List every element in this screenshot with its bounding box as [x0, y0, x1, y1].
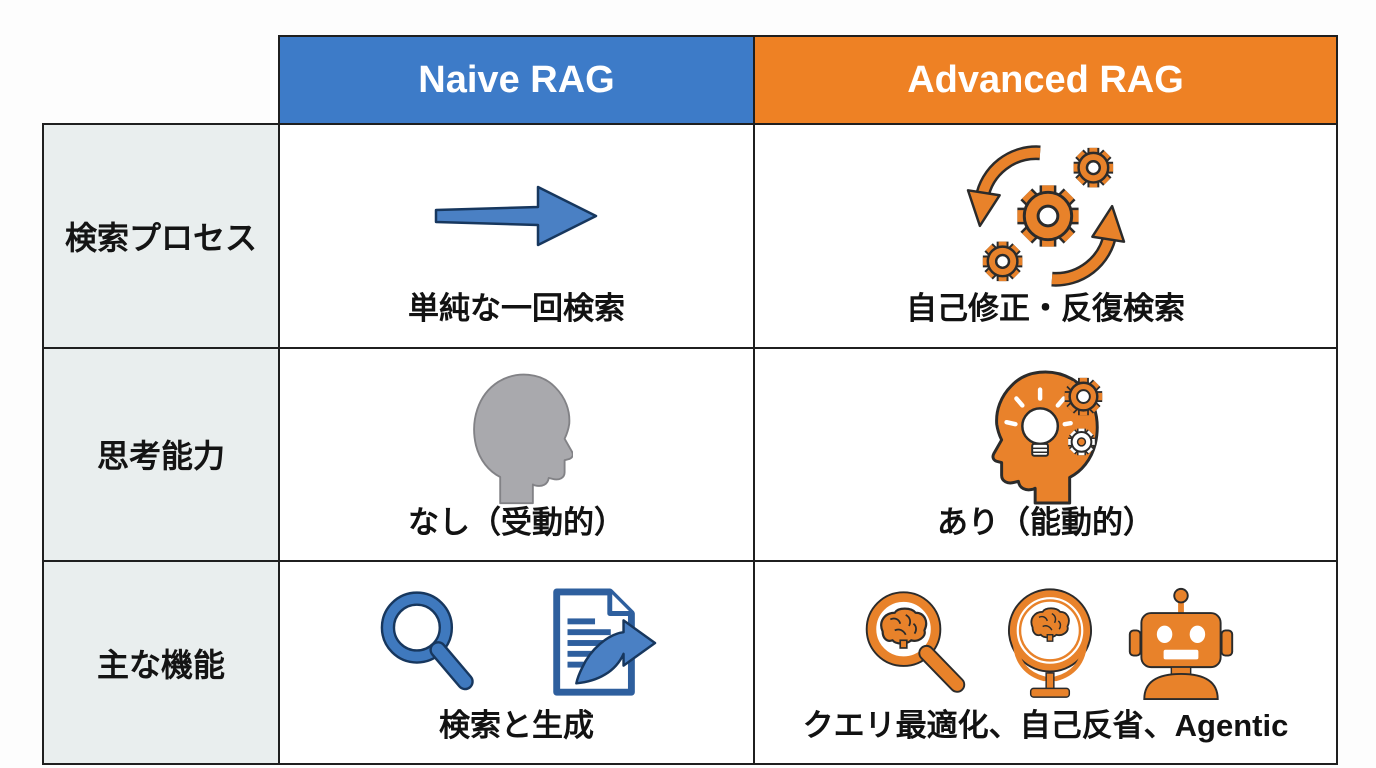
caption-naive-search-process: 単純な一回検索	[408, 291, 625, 326]
head-lightbulb-gears-icon	[980, 365, 1112, 505]
row-label-thinking-ability: 思考能力	[42, 346, 280, 563]
column-header-naive: Naive RAG	[278, 35, 755, 125]
right-arrow-icon	[432, 176, 602, 256]
magnifier-icon	[376, 589, 478, 697]
caption-advanced-search-process: 自己修正・反復検索	[906, 291, 1185, 326]
document-generate-icon	[536, 585, 658, 701]
gears-cycle-icon	[966, 141, 1126, 291]
row-label-main-functions: 主な機能	[42, 560, 280, 766]
cell-advanced-functions: クエリ最適化、自己反省、Agentic	[753, 560, 1338, 766]
robot-icon	[1128, 586, 1234, 700]
head-silhouette-icon	[461, 365, 573, 505]
column-header-advanced: Advanced RAG	[753, 35, 1338, 125]
cell-naive-functions: 検索と生成	[278, 560, 755, 766]
row-label-search-process: 検索プロセス	[42, 123, 280, 349]
cell-naive-thinking: なし（受動的）	[278, 346, 755, 563]
cell-advanced-thinking: あり（能動的）	[753, 346, 1338, 563]
cell-naive-search-process: 単純な一回検索	[278, 123, 755, 349]
caption-advanced-functions: クエリ最適化、自己反省、Agentic	[802, 707, 1289, 743]
corner-cell	[43, 36, 279, 124]
cell-advanced-search-process: 自己修正・反復検索	[753, 123, 1338, 349]
caption-naive-thinking: なし（受動的）	[408, 504, 625, 540]
rag-comparison-table: Naive RAG Advanced RAG 検索プロセス 単純な一回検索	[42, 35, 1338, 766]
mirror-brain-icon	[1002, 586, 1098, 700]
caption-advanced-thinking: あり（能動的）	[937, 504, 1154, 540]
magnifier-brain-icon	[858, 588, 972, 698]
caption-naive-functions: 検索と生成	[439, 707, 594, 743]
